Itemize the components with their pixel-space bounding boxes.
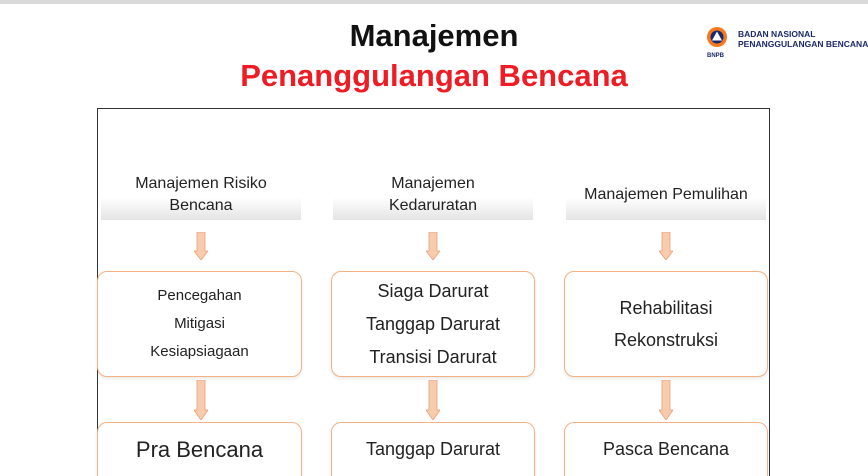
header-line2: Kedaruratan [388, 197, 478, 214]
header-line1: Manajemen Risiko [135, 175, 267, 192]
phase-box-pasca-bencana: Pasca Bencana [564, 422, 768, 476]
down-arrow-icon [659, 380, 673, 420]
header-manajemen-pemulihan: Manajemen Pemulihan [566, 170, 766, 220]
activity-item: Kesiapsiagaan [150, 343, 249, 360]
svg-text:BNPB: BNPB [707, 53, 725, 59]
activity-item: Tanggap Darurat [365, 313, 501, 334]
down-arrow-icon [426, 232, 440, 260]
activity-item: Rekonstruksi [613, 330, 719, 350]
phase-label: Pasca Bencana [602, 439, 730, 459]
header-line2: Bencana [169, 197, 233, 214]
down-arrow-icon [659, 232, 673, 260]
logo-line1: BADAN NASIONAL [738, 29, 816, 39]
activities-box-pemulihan: Rehabilitasi Rekonstruksi [564, 271, 768, 377]
header-line1: Manajemen Pemulihan [584, 186, 748, 203]
activity-item: Mitigasi [174, 315, 225, 332]
bnpb-logo: BNPB BADAN NASIONAL PENANGGULANGAN BENCA… [706, 26, 868, 60]
phase-box-pra-bencana: Pra Bencana [97, 422, 302, 476]
activity-item: Pencegahan [157, 287, 242, 304]
logo-text: BADAN NASIONAL PENANGGULANGAN BENCANA [738, 29, 868, 49]
activity-item: Siaga Darurat [377, 280, 489, 301]
logo-line2: PENANGGULANGAN BENCANA [738, 39, 868, 49]
down-arrow-icon [426, 380, 440, 420]
header-manajemen-kedaruratan: Manajemen Kedaruratan [333, 170, 533, 220]
phase-label: Tanggap Darurat [365, 439, 501, 459]
page-subtitle: Penanggulangan Bencana [240, 58, 628, 93]
top-divider [0, 0, 868, 4]
header-line1: Manajemen [391, 175, 475, 192]
header-manajemen-risiko: Manajemen Risiko Bencana [101, 170, 301, 220]
phase-box-tanggap-darurat: Tanggap Darurat [331, 422, 535, 476]
bnpb-emblem-icon: BNPB [707, 27, 727, 59]
phase-label: Pra Bencana [135, 436, 264, 462]
down-arrow-icon [194, 232, 208, 260]
down-arrow-icon [194, 380, 208, 420]
activities-box-darurat: Siaga Darurat Tanggap Darurat Transisi D… [331, 271, 535, 377]
activities-box-pra: Pencegahan Mitigasi Kesiapsiagaan [97, 271, 302, 377]
activity-item: Transisi Darurat [369, 346, 497, 367]
page-title: Manajemen [349, 18, 519, 53]
activity-item: Rehabilitasi [619, 298, 713, 318]
